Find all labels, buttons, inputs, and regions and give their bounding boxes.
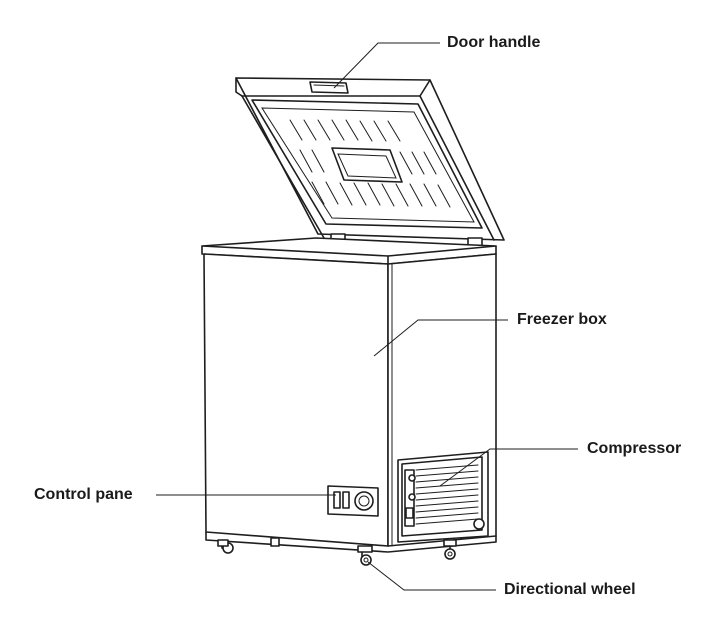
leader-directional-wheel [367,561,496,591]
label-directional-wheel: Directional wheel [504,581,636,598]
label-door-handle: Door handle [447,34,541,51]
leader-lines [156,42,578,591]
vent-slats [415,464,479,525]
compressor-grille [397,451,489,543]
thermostat-dial [354,491,374,511]
leader-compressor [439,448,578,487]
directional-wheel [357,545,373,566]
control-button-1 [333,491,341,509]
label-control-panel: Control pane [34,486,133,503]
door-handle [309,81,349,94]
drain-plug [473,518,485,530]
wheels [217,537,457,566]
label-compressor: Compressor [587,440,682,457]
label-freezer-box: Freezer box [517,311,607,328]
freezer-lid [235,77,505,247]
control-button-2 [342,491,350,509]
leader-freezer-box [373,319,508,357]
leader-door-handle [333,42,440,89]
control-panel [327,485,379,517]
lid-inner-ribs [289,119,451,208]
